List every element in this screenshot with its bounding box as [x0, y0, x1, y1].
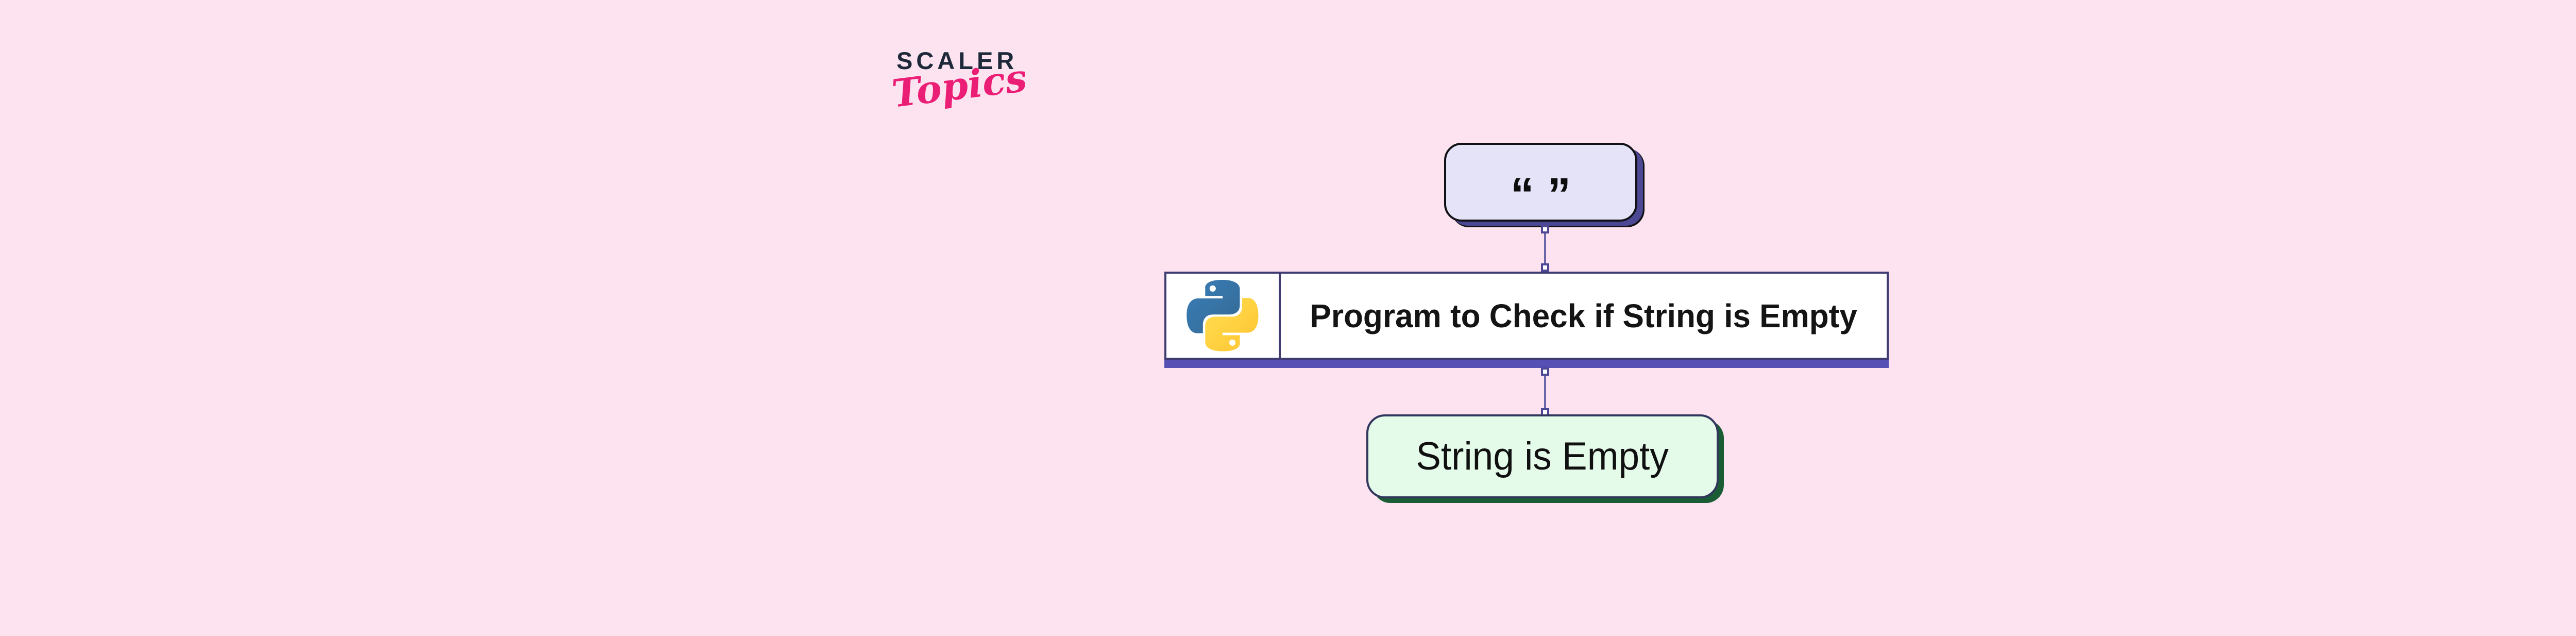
process-text-cell: Program to Check if String is Empty [1281, 274, 1887, 358]
flow-node-result: String is Empty [1366, 414, 1719, 498]
connector-endpoint-square [1541, 225, 1549, 233]
flow-node-empty-string: “ ” [1444, 143, 1637, 222]
connector-endpoint-square [1541, 263, 1549, 272]
process-accent-bar [1164, 360, 1889, 368]
result-text: String is Empty [1416, 434, 1669, 478]
connector-endpoint-square [1541, 367, 1549, 376]
process-title: Program to Check if String is Empty [1310, 297, 1858, 334]
connector-line-top [1544, 229, 1546, 269]
scaler-topics-logo: SCALER Topics [890, 47, 1029, 116]
python-logo-cell [1166, 274, 1281, 358]
logo-scaler-text: SCALER [896, 47, 1018, 74]
connector-line-bottom [1544, 371, 1546, 412]
empty-string-quotes: “ ” [1510, 168, 1571, 221]
flow-node-process: Program to Check if String is Empty [1164, 272, 1889, 368]
python-icon [1187, 280, 1259, 352]
process-node-body: Program to Check if String is Empty [1164, 272, 1889, 360]
